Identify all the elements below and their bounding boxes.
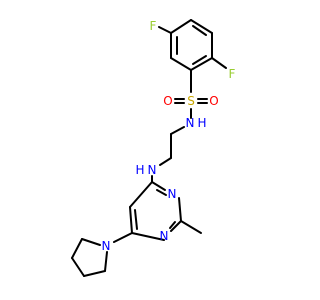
benzene-ring	[170, 19, 213, 71]
pyrimidine-nitrogen-2: N	[160, 229, 169, 243]
fluorine-atom-2: F	[229, 67, 236, 81]
molecule-diagram: F F S O O N H N H N N N	[71, 19, 236, 277]
sulfonamide-hydrogen: H	[197, 116, 206, 130]
oxygen-atom-1: O	[163, 94, 172, 108]
ethyl-chain	[159, 126, 185, 166]
pyrrolidine-nitrogen: N	[102, 239, 111, 253]
bond-f1	[158, 26, 172, 34]
sulfonyl-bonds	[174, 98, 208, 104]
bond-pyrimidine-pyrrolidine	[113, 232, 133, 243]
pyrrolidine-ring	[71, 238, 108, 277]
fluorine-atom-1: F	[150, 19, 157, 33]
sulfonamide-nitrogen: N	[186, 116, 195, 130]
amine-hydrogen: H	[135, 163, 144, 177]
pyrimidine-nitrogen-1: N	[168, 187, 177, 201]
pyrimidine-ring	[129, 181, 182, 241]
structure-canvas: F F S O O N H N H N N N	[71, 19, 236, 277]
bond-methyl	[180, 220, 202, 234]
oxygen-atom-2: O	[209, 94, 218, 108]
bond-f2	[211, 57, 227, 69]
amine-nitrogen: N	[148, 163, 157, 177]
sulfur-atom: S	[187, 94, 195, 108]
